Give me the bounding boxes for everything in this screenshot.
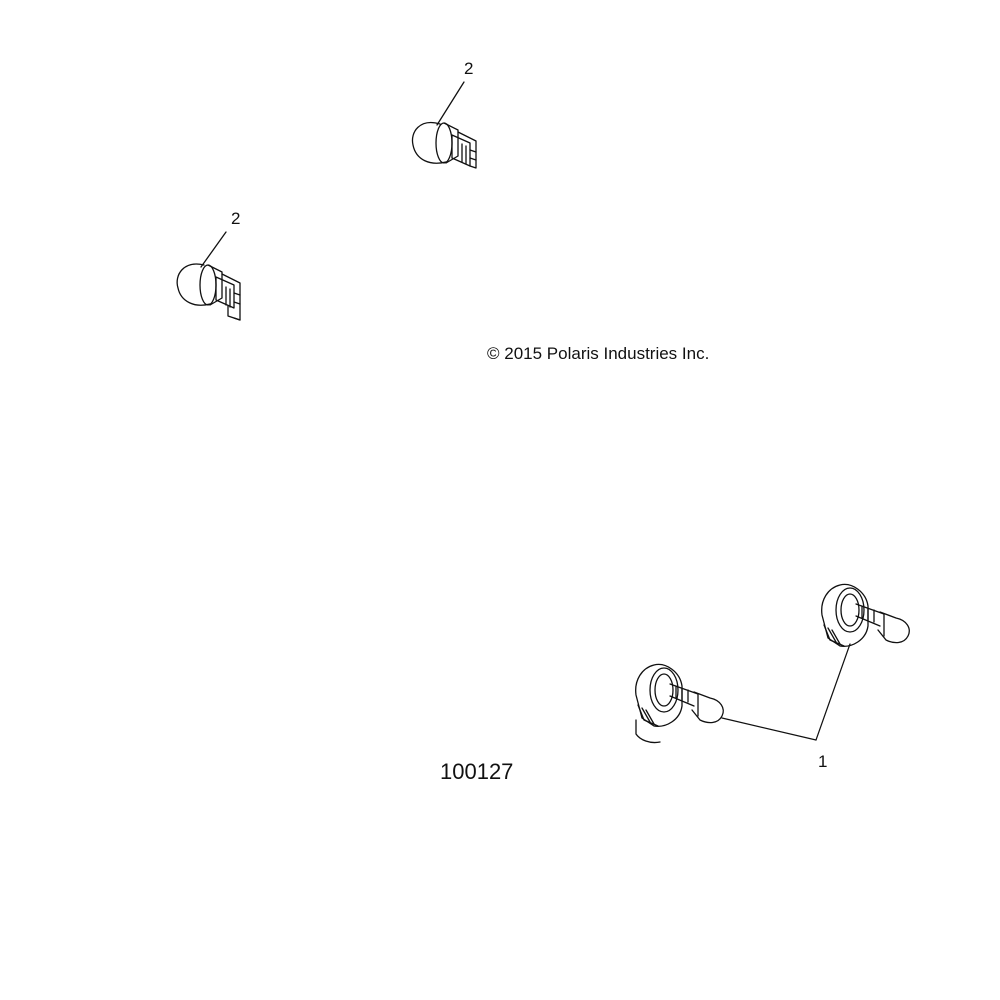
halogen-bulb-right (822, 584, 910, 646)
callout-2-upper: 2 (464, 59, 474, 78)
callout-1: 1 (818, 752, 828, 771)
wedge-bulb-upper (412, 82, 476, 168)
wedge-bulb-lower (177, 232, 240, 320)
leader-lines-1 (722, 644, 850, 740)
figure-id: 100127 (440, 759, 514, 784)
leader-line-2-upper (437, 82, 464, 125)
halogen-bulb-left (636, 664, 724, 742)
copyright-notice: © 2015 Polaris Industries Inc. (487, 344, 710, 363)
callout-2-lower: 2 (231, 209, 241, 228)
leader-line-2-lower (201, 232, 226, 267)
